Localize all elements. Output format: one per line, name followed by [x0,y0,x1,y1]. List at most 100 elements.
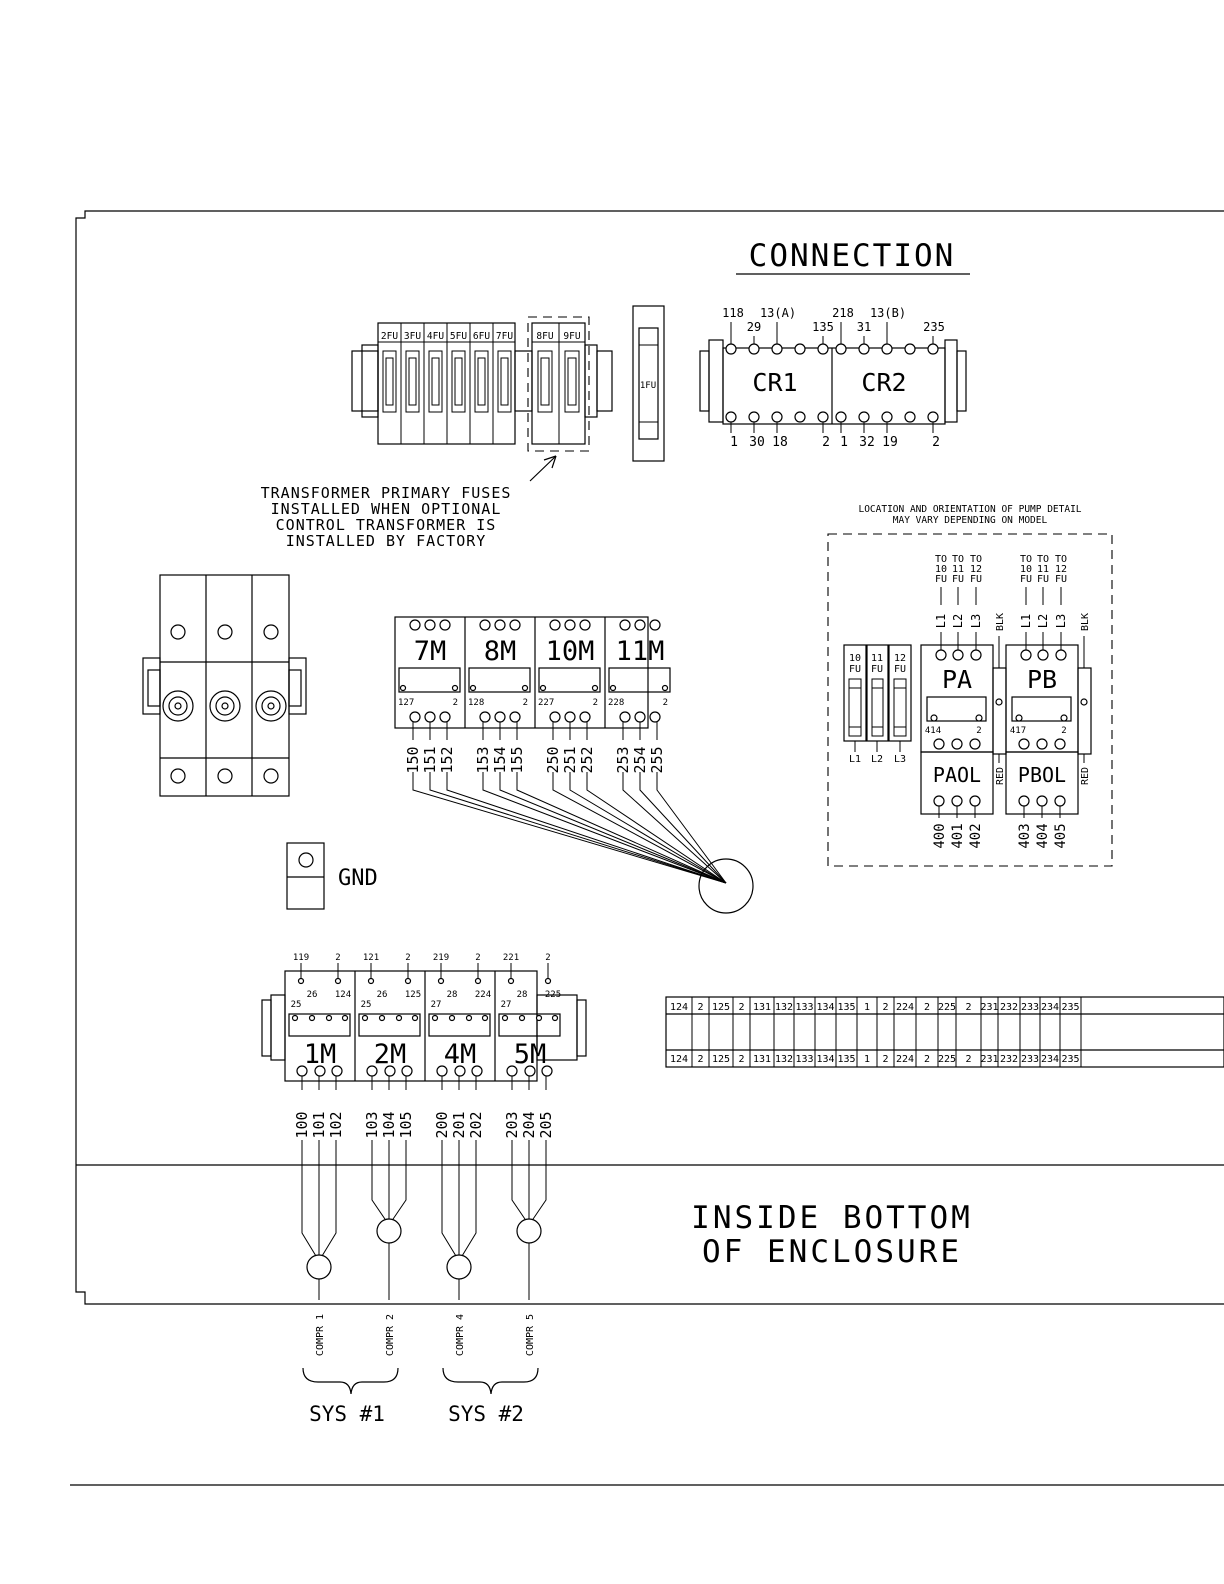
strip-label-top: 2 [697,1002,703,1013]
contactor-terminal [479,711,491,723]
aux-label: 124 [335,990,351,1000]
relay-terminal [771,343,783,355]
fuse-label: 8FU [536,331,553,342]
pump-ol-terminal [1036,795,1048,807]
wire-label: 102 [327,1111,345,1138]
coil-label: 2 [523,698,528,708]
contactor-terminal [506,1065,518,1077]
contactor-terminal [401,1065,413,1077]
contactor-coil [468,667,531,693]
coil-terminal [399,684,407,692]
pump-terminal [970,649,982,661]
strip-label-bottom: 232 [1000,1054,1018,1065]
to-fu-label: TO [1020,554,1032,565]
strip-label-bottom: 134 [816,1054,834,1065]
wire [458,1140,477,1262]
aux-contact [428,1013,491,1037]
svg-text:135: 135 [812,320,834,334]
svg-text:L3: L3 [894,754,906,765]
wire-label: 252 [578,746,596,773]
fuse-cartridge [385,357,394,406]
aux-contact [288,1013,351,1037]
fuse-window [451,350,466,413]
to-fu-label: 10 [935,564,947,575]
aux-terminal [341,1014,349,1022]
svg-text:29: 29 [747,320,761,334]
pump-aux-terminal [995,698,1003,706]
wire-label: 101 [310,1111,328,1138]
aux-terminal [308,1014,316,1022]
pump-terminal [951,738,963,750]
fuse-label: 3FU [404,331,421,342]
coil-terminal [474,977,482,985]
coil-label: 219 [433,953,449,963]
svg-text:LOCATION AND ORIENTATION OF PU: LOCATION AND ORIENTATION OF PUMP DETAIL [858,504,1081,515]
fuse-cartridge [567,357,577,406]
strip-label-top: 2 [965,1002,971,1013]
to-fu-label: FU [1020,574,1032,585]
relay-cr1-cr2: CR1 CR2 118 13(A) 218 13(B) 29 135 31 23… [699,306,967,450]
coil-terminal [507,977,515,985]
relay-terminal [725,343,737,355]
contactor-label: 4M [444,1039,477,1070]
strip-label-bottom: 131 [753,1054,771,1065]
relay-bottom-label: 19 [882,435,898,450]
relay-bottom-label: 2 [932,435,940,450]
fuse-1fu-label: 1FU [640,381,656,391]
coil-label: 119 [293,953,309,963]
coil-label: 2 [405,953,410,963]
to-fu-label: 11 [952,564,964,575]
contactor-terminal [296,1065,308,1077]
coil-terminal [661,684,669,692]
fuse-label: 2FU [381,331,398,342]
fuse-window [474,350,489,413]
contactor-terminal [634,711,646,723]
ground-terminal: GND [286,842,378,910]
contactor-terminal [549,619,561,631]
contactor-terminal [424,619,436,631]
coil-terminal [367,977,375,985]
pump-pbol-label: PBOL [1018,763,1066,787]
enclosure-outline [70,210,1224,1486]
strip-label-bottom: 2 [697,1054,703,1065]
relay-bottom-label: 1 [840,435,848,450]
gnd-label: GND [338,866,378,891]
wire [388,1140,407,1226]
pump-coil-terminal [975,714,983,722]
wire [412,772,727,884]
fuse-cartridge [500,357,509,406]
wire-label: 152 [438,746,456,773]
pump-red: RED [995,767,1006,785]
coil-label: 221 [503,953,519,963]
contactor-terminal [579,619,591,631]
compressor-label: COMPR 4 [455,1314,466,1356]
contactor-terminal [494,619,506,631]
pump-terminal [933,738,945,750]
cable-gland [446,1254,472,1280]
svg-text:218: 218 [832,306,854,320]
to-fu-label: 12 [970,564,982,575]
pump-terminal [1020,649,1032,661]
pump-terminal [1037,649,1049,661]
wire-label: 204 [520,1111,538,1138]
relay-terminal [748,343,760,355]
contactor-coil [538,667,601,693]
strip-label-bottom: 2 [924,1054,930,1065]
svg-text:235: 235 [923,320,945,334]
pump-coil-terminal [1060,714,1068,722]
compressor-label: COMPR 5 [525,1314,536,1356]
strip-label-bottom: 233 [1021,1054,1039,1065]
strip-label-top: 235 [1061,1002,1079,1013]
pump-terminal [969,738,981,750]
to-fu-label: TO [1055,554,1067,565]
contactor-terminal [549,711,561,723]
compressor-label: COMPR 2 [385,1314,396,1356]
pump-ol-terminal [951,795,963,807]
relay-terminal [748,411,760,423]
strip-label-bottom: 125 [712,1054,730,1065]
relay-terminal [771,411,783,423]
relay-terminal [817,411,829,423]
relay-cr1-label: CR1 [752,368,797,397]
